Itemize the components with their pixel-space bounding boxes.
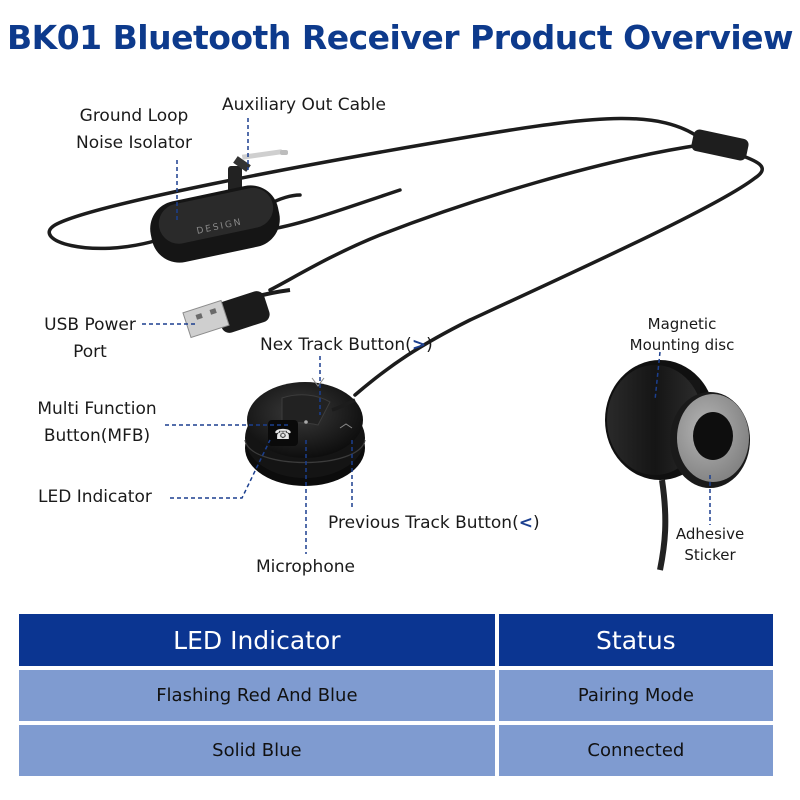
label-adhesive-sticker: Adhesive Sticker [675, 525, 745, 564]
led-status-table: LED Indicator Status Flashing Red And Bl… [15, 610, 777, 780]
leader-led [170, 439, 271, 499]
cell-led: Solid Blue [19, 725, 495, 776]
label-previous-track-button: Previous Track Button(<) [328, 510, 540, 537]
cell-status: Pairing Mode [498, 670, 773, 721]
previous-track-close: ) [532, 513, 540, 533]
table-header-row: LED Indicator Status [19, 614, 773, 666]
table-row: Flashing Red And Blue Pairing Mode [19, 670, 773, 721]
cable-loop [47, 116, 764, 397]
svg-text:☎: ☎ [274, 427, 291, 443]
label-magnetic-mounting-disc: Magnetic Mounting disc [629, 315, 735, 354]
header-status: Status [498, 614, 773, 666]
leader-lines [142, 118, 711, 554]
label-usb-power-port: USB Power Port [44, 315, 136, 362]
previous-track-symbol: < [518, 513, 533, 533]
header-led-indicator: LED Indicator [19, 614, 495, 666]
product-diagram: DESIGN ☎ [47, 116, 764, 571]
cable-top-right [353, 153, 764, 397]
cable-isolator-left [47, 116, 702, 251]
ground-loop-isolator: DESIGN [150, 185, 280, 263]
leader-magnetic [654, 351, 661, 401]
magnetic-mounting-disc [605, 360, 750, 571]
label-microphone: Microphone [256, 557, 355, 577]
table-row: Solid Blue Connected [19, 725, 773, 776]
label-led-indicator: LED Indicator [38, 487, 152, 507]
page-title: BK01 Bluetooth Receiver Product Overview [6, 18, 794, 57]
label-next-track-button: Nex Track Button(>) [260, 332, 433, 359]
cable-to-usb [268, 143, 702, 292]
next-track-symbol: > [411, 335, 427, 355]
label-ground-loop-isolator: Ground Loop Noise Isolator [75, 106, 193, 153]
previous-track-text: Previous Track Button( [328, 513, 519, 533]
next-track-text: Nex Track Button( [260, 335, 412, 355]
label-multi-function-button: Multi Function Button(MFB) [37, 399, 157, 446]
usb-connector [182, 288, 291, 339]
label-auxiliary-out-cable: Auxiliary Out Cable [222, 95, 386, 115]
cell-status: Connected [498, 725, 773, 776]
next-track-close: ) [426, 335, 433, 355]
cable-inline-segment [691, 129, 749, 161]
control-pod: ☎ [244, 377, 366, 486]
cell-led: Flashing Red And Blue [19, 670, 495, 721]
